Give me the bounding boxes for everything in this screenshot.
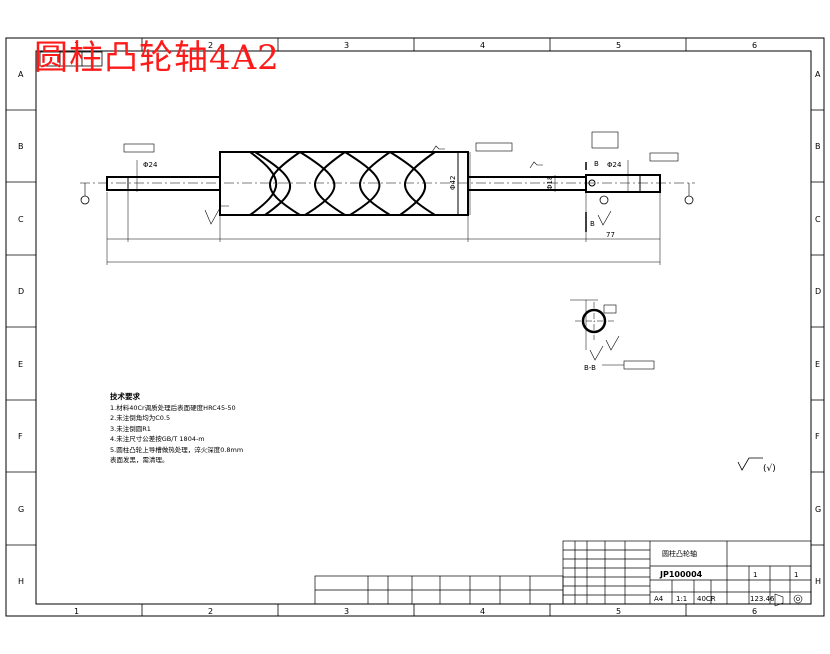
section-view-b-b — [570, 299, 655, 370]
title-block-mass: 123.46 — [750, 595, 775, 603]
note-item: 4.未注尺寸公差按GB/T 1804-m — [110, 435, 205, 443]
col-label-1-bottom: 1 — [74, 607, 79, 616]
col-label-6-bottom: 6 — [752, 607, 757, 616]
row-label-f: F — [18, 432, 23, 441]
col-label-3-bottom: 3 — [344, 607, 349, 616]
row-label-a: A — [18, 70, 24, 79]
col-label-5: 5 — [616, 41, 621, 50]
dim-len-right: 77 — [606, 231, 615, 239]
col-label-1: 1 — [74, 41, 79, 50]
technical-notes: 技术要求 1.材料40Cr调质处理后表面硬度HRC45-50 2.未注倒角均为C… — [110, 392, 243, 466]
outer-frame — [5, 37, 825, 617]
row-label-a-right: A — [815, 70, 821, 79]
col-label-4: 4 — [480, 41, 485, 50]
col-label-2: 2 — [208, 41, 213, 50]
inner-frame — [35, 50, 812, 605]
col-label-4-bottom: 4 — [480, 607, 485, 616]
row-label-d: D — [18, 287, 24, 296]
roughness-general — [737, 457, 763, 471]
col-label-2-bottom: 2 — [208, 607, 213, 616]
title-block-drawing-no: JP100004 — [660, 570, 703, 579]
row-label-b-right: B — [815, 142, 821, 151]
row-label-g-right: G — [815, 505, 821, 514]
note-item: 表面发黑，需清理。 — [110, 456, 169, 464]
section-ref-top: B — [594, 160, 599, 168]
row-label-h-right: H — [815, 577, 821, 586]
note-item: 3.未注倒圆R1 — [110, 424, 151, 433]
col-label-3: 3 — [344, 41, 349, 50]
row-label-e: E — [18, 360, 23, 369]
title-block-part-name: 圆柱凸轮轴 — [662, 549, 697, 558]
section-label: B-B — [584, 364, 596, 372]
note-item: 1.材料40Cr调质处理后表面硬度HRC45-50 — [110, 403, 236, 412]
row-label-b: B — [18, 142, 24, 151]
row-label-g: G — [18, 505, 24, 514]
title-block-material: 40CR — [697, 595, 716, 603]
dim-dia-mid: Φ18 — [546, 176, 554, 190]
row-label-c: C — [18, 215, 24, 224]
drawing-title: 圆柱凸轮轴4A2 — [34, 38, 280, 78]
dim-dia-right: Φ24 — [607, 161, 622, 169]
row-label-f-right: F — [815, 432, 820, 441]
notes-heading: 技术要求 — [110, 392, 140, 401]
title-block — [314, 540, 812, 605]
note-item: 2.未注倒角均为C0.5 — [110, 414, 171, 422]
row-label-c-right: C — [815, 215, 821, 224]
col-label-5-bottom: 5 — [616, 607, 621, 616]
dim-dia-cam: Φ42 — [449, 176, 457, 190]
row-label-e-right: E — [815, 360, 820, 369]
note-item: 5.圆柱凸轮上导槽做热处理，淬火深度0.8mm — [110, 445, 244, 454]
col-label-6: 6 — [752, 41, 757, 50]
projection-symbol-icon — [774, 593, 803, 607]
title-block-sheets: 1 — [794, 571, 798, 579]
title-block-sheet: 1 — [753, 571, 757, 579]
roughness-note: (√) — [763, 463, 776, 474]
inverted-title-stub — [39, 51, 103, 67]
zone-ticks — [6, 38, 824, 616]
dim-dia-left: Φ24 — [143, 161, 158, 169]
section-ref-bottom: B — [590, 220, 595, 228]
title-block-format: A4 — [654, 595, 664, 603]
title-block-scale: 1:1 — [676, 595, 687, 603]
row-label-h: H — [18, 577, 24, 586]
row-label-d-right: D — [815, 287, 821, 296]
shaft-view — [80, 131, 695, 265]
